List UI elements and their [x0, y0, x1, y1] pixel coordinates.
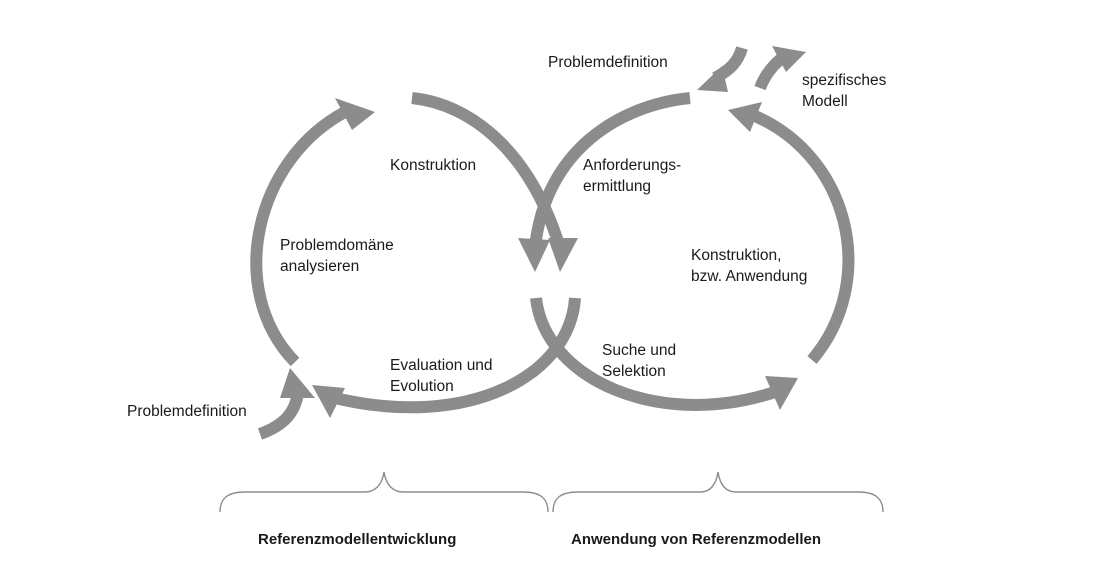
left-cycle-arc-west	[250, 106, 348, 367]
anforderungsermittlung-label-1: Anforderungs-	[583, 157, 682, 174]
right-brace	[552, 471, 884, 513]
input-arrow-shaft	[257, 391, 304, 440]
suche-label-1: Suche und	[602, 342, 677, 359]
left-brace	[219, 471, 549, 513]
left-cycle-arc-south	[333, 297, 581, 414]
left-cycle-arrowhead-down	[548, 238, 578, 272]
top-output-arrow-shaft	[754, 53, 786, 91]
konstruktion-anwendung-label-1: Konstruktion,	[691, 247, 782, 264]
right-cycle-arc-north	[529, 92, 691, 249]
left-cycle-arrowhead-left	[312, 385, 345, 418]
problemdefinition-top-label: Problemdefinition	[548, 54, 668, 71]
footer-right-title: Anwendung von Referenzmodellen	[571, 531, 822, 548]
problemdomaene-label-2: analysieren	[280, 258, 360, 275]
problemdomaene-label-1: Problemdomäne	[280, 237, 394, 254]
problemdefinition-bottom-label: Problemdefinition	[127, 403, 247, 420]
footer-left-title: Referenzmodellentwicklung	[258, 531, 457, 548]
evaluation-label-1: Evaluation und	[390, 357, 493, 374]
evaluation-label-2: Evolution	[390, 378, 454, 395]
right-cycle-arrowhead-up	[728, 102, 762, 132]
input-arrowhead	[280, 368, 315, 398]
anforderungsermittlung-label-2: ermittlung	[583, 178, 652, 195]
left-cycle-arrowhead-top	[335, 98, 375, 130]
top-input-arrowhead	[697, 66, 728, 92]
konstruktion-label: Konstruktion	[390, 157, 477, 174]
top-output-arrowhead	[772, 46, 806, 72]
suche-label-2: Selektion	[602, 363, 666, 380]
right-cycle-arc-east	[742, 106, 855, 364]
spezifisches-modell-label-2: Modell	[802, 93, 848, 110]
right-cycle-arrowhead-right	[765, 376, 798, 410]
konstruktion-anwendung-label-2: bzw. Anwendung	[691, 268, 808, 285]
spezifisches-modell-label-1: spezifisches	[802, 72, 887, 89]
right-cycle-arc-south	[530, 297, 777, 411]
right-cycle-arrowhead-down	[518, 238, 550, 272]
